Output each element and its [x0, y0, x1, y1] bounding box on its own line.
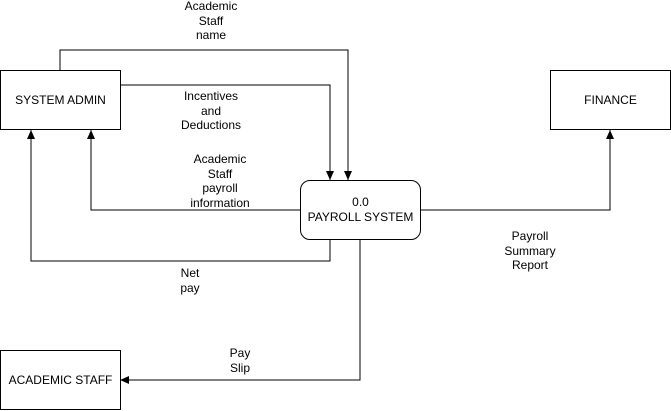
- flow-arrow-summary-report: [420, 130, 614, 211]
- flow-label-payroll-info: Academic Staff payroll information: [190, 152, 250, 210]
- flow-label-summary-report: Payroll Summary Report: [504, 229, 556, 272]
- system-admin-label: SYSTEM ADMIN: [15, 93, 106, 107]
- system-admin-entity[interactable]: SYSTEM ADMIN: [0, 70, 121, 130]
- flow-arrow-payroll-info: [87, 130, 300, 211]
- flow-arrow-incentives: [120, 84, 334, 180]
- flow-label-net-pay: Net pay: [180, 266, 200, 295]
- academic-staff-label: ACADEMIC STAFF: [8, 373, 113, 387]
- flow-arrow-pay-slip: [120, 240, 361, 384]
- academic-staff-entity[interactable]: ACADEMIC STAFF: [0, 350, 121, 410]
- finance-label: FINANCE: [584, 93, 637, 107]
- flow-label-pay-slip: Pay Slip: [229, 346, 251, 375]
- flow-label-incentives: Incentives and Deductions: [180, 89, 242, 132]
- process-name: PAYROLL SYSTEM: [307, 210, 414, 224]
- finance-entity[interactable]: FINANCE: [550, 70, 671, 130]
- payroll-system-process[interactable]: 0.0 PAYROLL SYSTEM: [300, 180, 421, 240]
- flow-label-staff-name: Academic Staff name: [184, 0, 238, 42]
- flow-arrow-net-pay: [27, 130, 331, 262]
- flow-arrow-staff-name: [59, 49, 352, 180]
- process-number: 0.0: [352, 195, 369, 209]
